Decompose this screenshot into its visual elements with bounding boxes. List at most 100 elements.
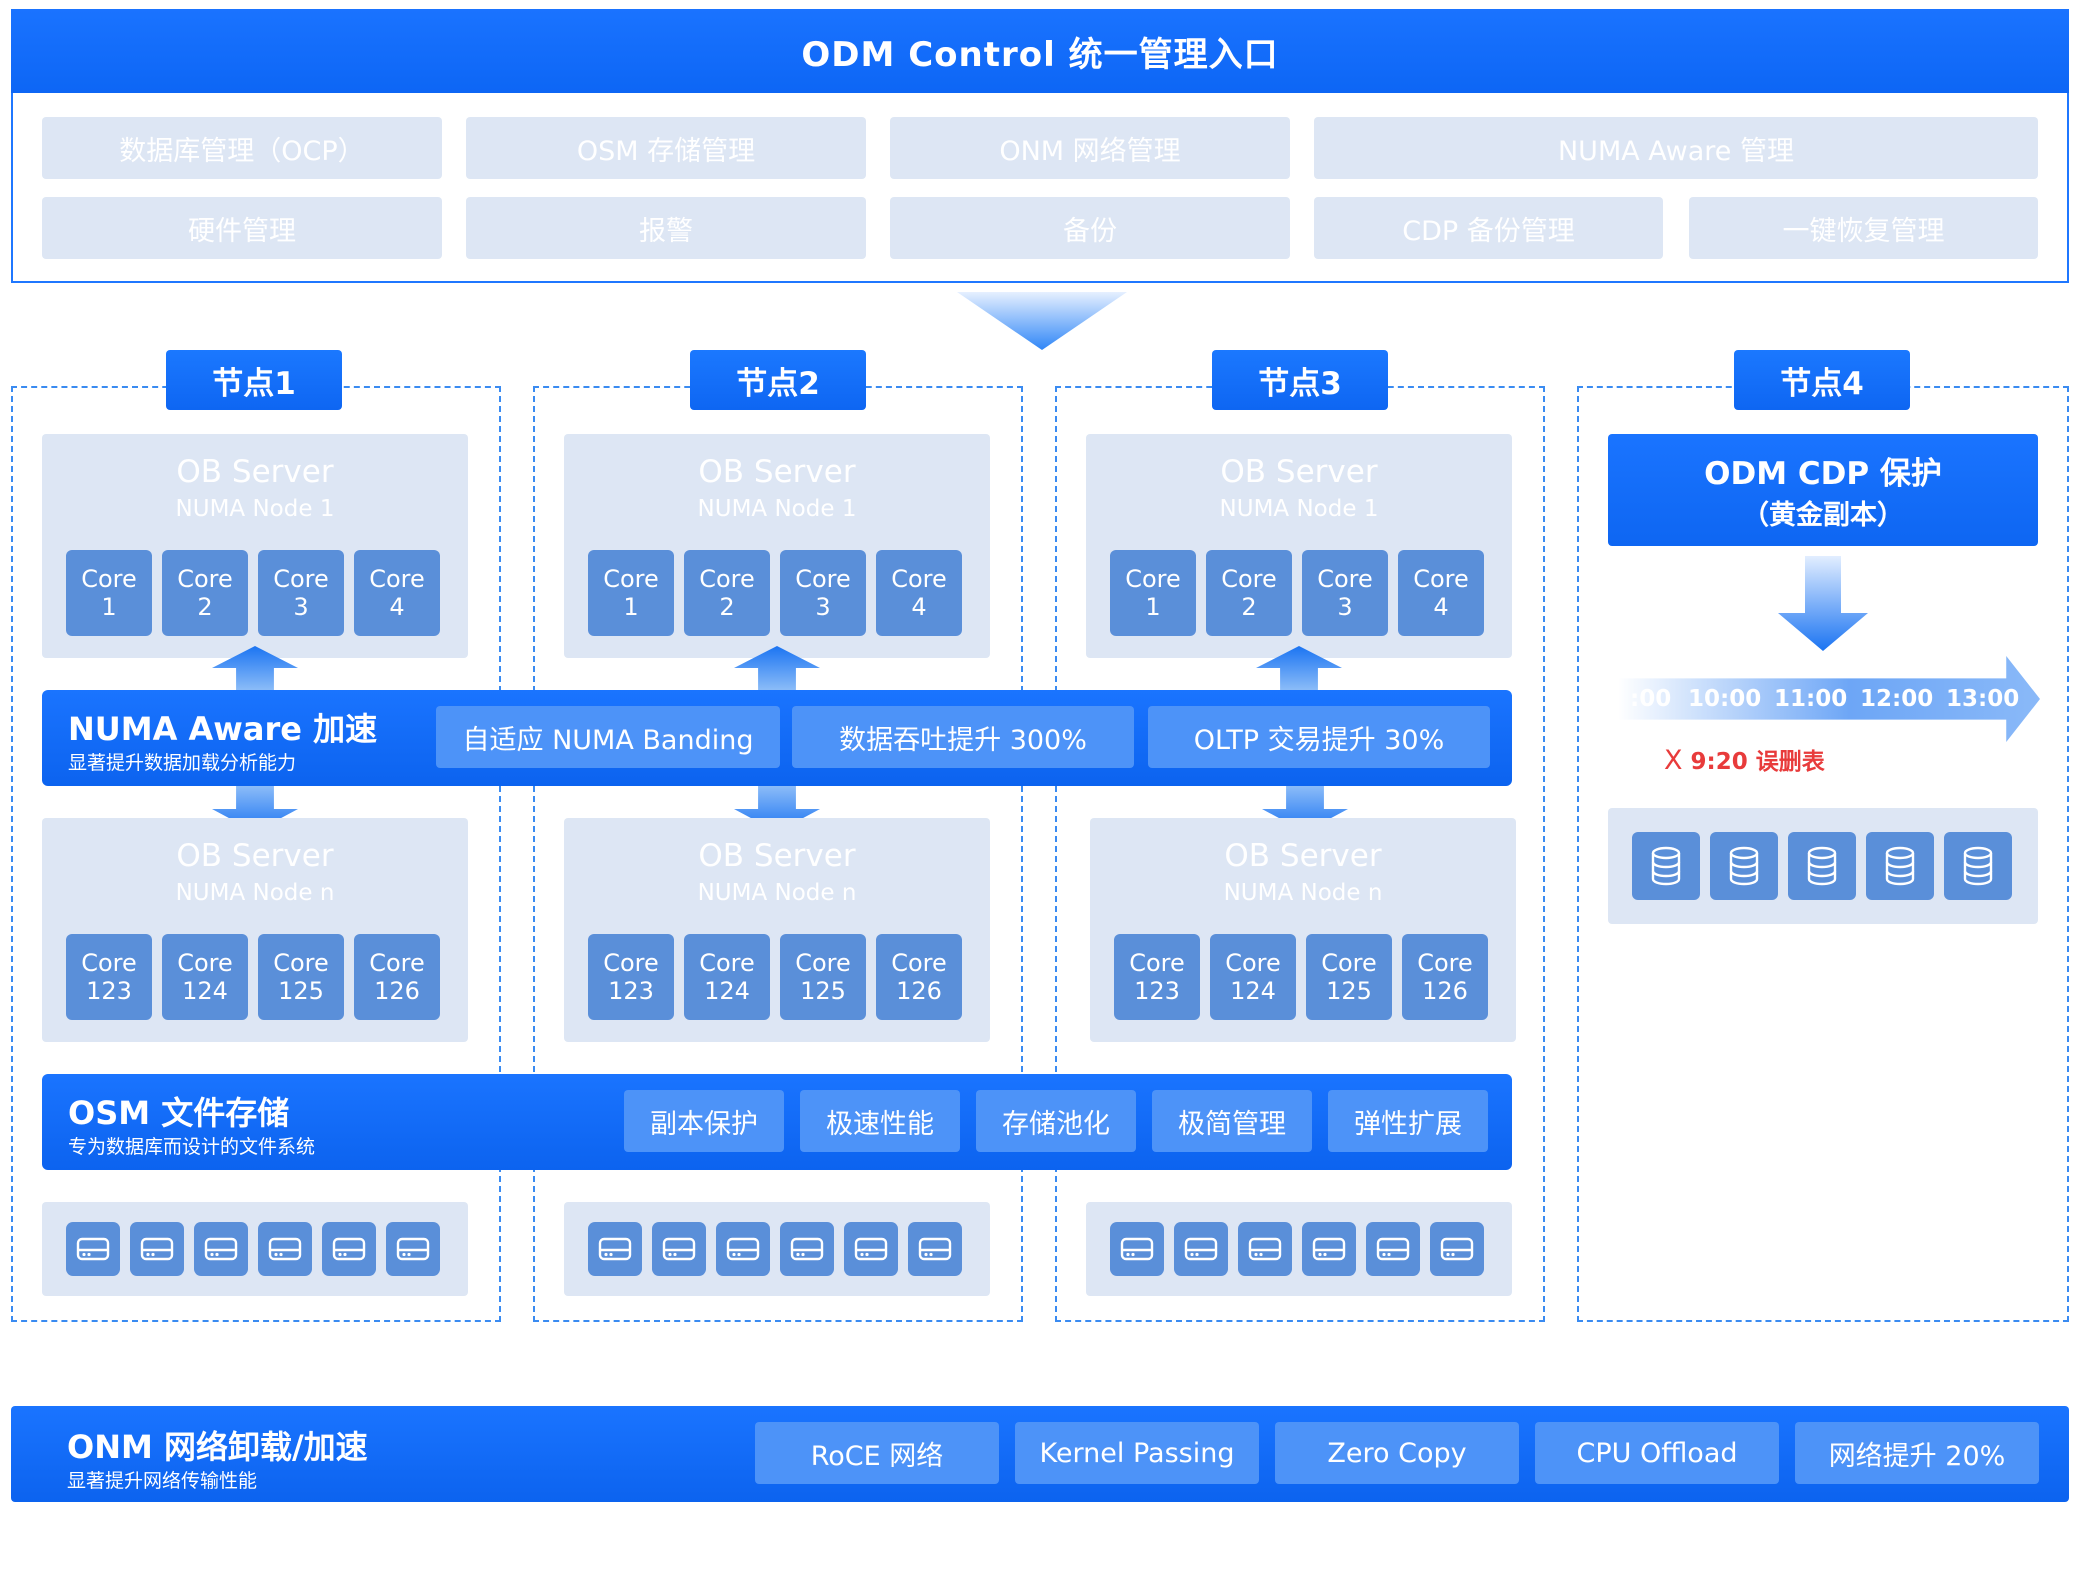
hard-drive-icon <box>194 1222 248 1276</box>
server-title: OB Server <box>1224 838 1382 874</box>
onm-band-title: ONM 网络卸载/加速 <box>67 1428 368 1466</box>
node-label: 节点1 <box>212 365 296 402</box>
hard-drive-icon <box>652 1222 706 1276</box>
module-backup[interactable]: 备份 <box>890 197 1290 259</box>
hard-drive-icon <box>780 1222 834 1276</box>
disk-tray <box>42 1202 468 1296</box>
hard-drive-icon <box>1430 1222 1484 1276</box>
numa-pill[interactable]: OLTP 交易提升 30% <box>1148 706 1490 768</box>
timeline-tick: 12:00 <box>1860 686 1934 712</box>
cdp-subtitle: （黄金副本） <box>1742 500 1904 531</box>
numa-pill[interactable]: 数据吞吐提升 300% <box>792 706 1134 768</box>
module-label: CDP 备份管理 <box>1402 215 1575 247</box>
module-cdp-backup[interactable]: CDP 备份管理 <box>1314 197 1663 259</box>
osm-pill[interactable]: 存储池化 <box>976 1090 1136 1152</box>
node1-tag[interactable]: 节点1 <box>166 350 342 410</box>
hard-drive-icon <box>1366 1222 1420 1276</box>
numa-node-label: NUMA Node n <box>175 880 335 906</box>
close-icon: X <box>1664 745 1683 776</box>
module-hardware[interactable]: 硬件管理 <box>42 197 442 259</box>
numa-node-label: NUMA Node n <box>1223 880 1383 906</box>
database-icon <box>1632 832 1700 900</box>
hard-drive-icon <box>1174 1222 1228 1276</box>
misdelete-event: X 9:20 误删表 <box>1664 742 1825 776</box>
module-osm[interactable]: OSM 存储管理 <box>466 117 866 179</box>
database-icon <box>1866 832 1934 900</box>
osm-pill[interactable]: 极速性能 <box>800 1090 960 1152</box>
osm-pill[interactable]: 极简管理 <box>1152 1090 1312 1152</box>
onm-pill[interactable]: Kernel Passing <box>1015 1422 1259 1484</box>
event-label: 9:20 误删表 <box>1690 749 1825 775</box>
hard-drive-icon <box>844 1222 898 1276</box>
node2-tag[interactable]: 节点2 <box>690 350 866 410</box>
numa-pill[interactable]: 自适应 NUMA Banding <box>436 706 780 768</box>
onm-band: ONM 网络卸载/加速 显著提升网络传输性能 RoCE 网络 Kernel Pa… <box>11 1406 2069 1502</box>
server-title: OB Server <box>176 454 334 490</box>
hard-drive-icon <box>322 1222 376 1276</box>
node-label: 节点4 <box>1780 365 1864 402</box>
module-label: 一键恢复管理 <box>1782 215 1945 247</box>
database-tray <box>1608 808 2038 924</box>
node-label: 节点2 <box>736 365 820 402</box>
hard-drive-icon <box>908 1222 962 1276</box>
hard-drive-icon <box>130 1222 184 1276</box>
database-icon <box>1788 832 1856 900</box>
node4-tag[interactable]: 节点4 <box>1734 350 1910 410</box>
database-icon <box>1944 832 2012 900</box>
cdp-protection-box[interactable]: ODM CDP 保护 （黄金副本） <box>1608 434 2038 546</box>
onm-pill[interactable]: 网络提升 20% <box>1795 1422 2039 1484</box>
module-onm[interactable]: ONM 网络管理 <box>890 117 1290 179</box>
hard-drive-icon <box>258 1222 312 1276</box>
osm-pill[interactable]: 弹性扩展 <box>1328 1090 1488 1152</box>
timeline-tick: 11:00 <box>1774 686 1848 712</box>
module-alarm[interactable]: 报警 <box>466 197 866 259</box>
hard-drive-icon <box>1110 1222 1164 1276</box>
onm-pill[interactable]: Zero Copy <box>1275 1422 1519 1484</box>
osm-band-subtitle: 专为数据库而设计的文件系统 <box>68 1136 316 1158</box>
timeline-tick: :00 <box>1630 686 1672 712</box>
module-one-click-restore[interactable]: 一键恢复管理 <box>1689 197 2038 259</box>
numa-node-label: NUMA Node 1 <box>175 496 335 522</box>
module-label: OSM 存储管理 <box>576 135 756 167</box>
hard-drive-icon <box>1302 1222 1356 1276</box>
numa-node-label: NUMA Node n <box>697 880 857 906</box>
module-label: 数据库管理（OCP） <box>119 135 365 167</box>
hard-drive-icon <box>1238 1222 1292 1276</box>
onm-pill[interactable]: RoCE 网络 <box>755 1422 999 1484</box>
osm-band: OSM 文件存储 专为数据库而设计的文件系统 副本保护 极速性能 存储池化 极简… <box>42 1074 1512 1170</box>
module-label: 硬件管理 <box>188 215 296 247</box>
numa-node-label: NUMA Node 1 <box>697 496 857 522</box>
timeline-tick: 13:00 <box>1946 686 2020 712</box>
osm-pill[interactable]: 副本保护 <box>624 1090 784 1152</box>
onm-pill[interactable]: CPU Offload <box>1535 1422 1779 1484</box>
module-numa[interactable]: NUMA Aware 管理 <box>1314 117 2038 179</box>
module-label: 报警 <box>639 215 693 247</box>
module-ocp[interactable]: 数据库管理（OCP） <box>42 117 442 179</box>
node3-tag[interactable]: 节点3 <box>1212 350 1388 410</box>
numa-band-subtitle: 显著提升数据加载分析能力 <box>68 752 297 774</box>
